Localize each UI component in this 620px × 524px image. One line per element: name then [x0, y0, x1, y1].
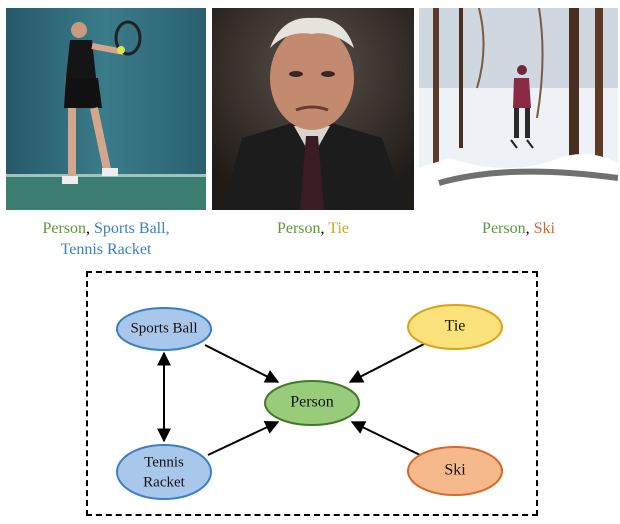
node-label: Racket	[143, 474, 185, 490]
man-with-tie-photo	[212, 8, 414, 210]
caption-tennis: Person, Sports Ball, Tennis Racket	[6, 218, 206, 260]
node-person: Person	[264, 380, 360, 426]
node-label: Person	[290, 394, 334, 411]
node-tennis-racket: Tennis Racket	[116, 444, 212, 500]
caption-word: Person	[482, 220, 526, 237]
node-label: Tie	[445, 318, 466, 335]
node-ski: Ski	[407, 446, 503, 496]
caption-separator: ,	[320, 220, 329, 237]
edge-tennis-racket-person	[207, 421, 280, 456]
caption-separator: ,	[86, 220, 94, 237]
node-label: Sports Ball	[130, 320, 197, 336]
label-graph-frame	[86, 271, 538, 516]
caption-word: Tennis Racket	[60, 241, 152, 258]
caption-word: Sports Ball,	[94, 220, 170, 237]
node-tie: Tie	[407, 304, 503, 350]
edge-ski-person	[350, 421, 421, 456]
caption-word: Person	[276, 220, 321, 237]
edge-tie-person	[348, 343, 425, 383]
skier-photo	[419, 8, 618, 210]
caption-ski: Person, Ski	[419, 218, 618, 239]
caption-word: Ski	[533, 220, 555, 237]
node-label: Ski	[444, 462, 466, 479]
tennis-player-photo	[6, 8, 206, 210]
edge-sports-ball-person	[204, 344, 280, 383]
node-label: Tennis	[144, 454, 184, 470]
node-sports-ball: Sports Ball	[116, 307, 212, 351]
caption-word: Tie	[328, 220, 350, 237]
caption-word: Person	[42, 220, 86, 237]
caption-separator: ,	[525, 220, 534, 237]
caption-tie: Person, Tie	[212, 218, 414, 239]
